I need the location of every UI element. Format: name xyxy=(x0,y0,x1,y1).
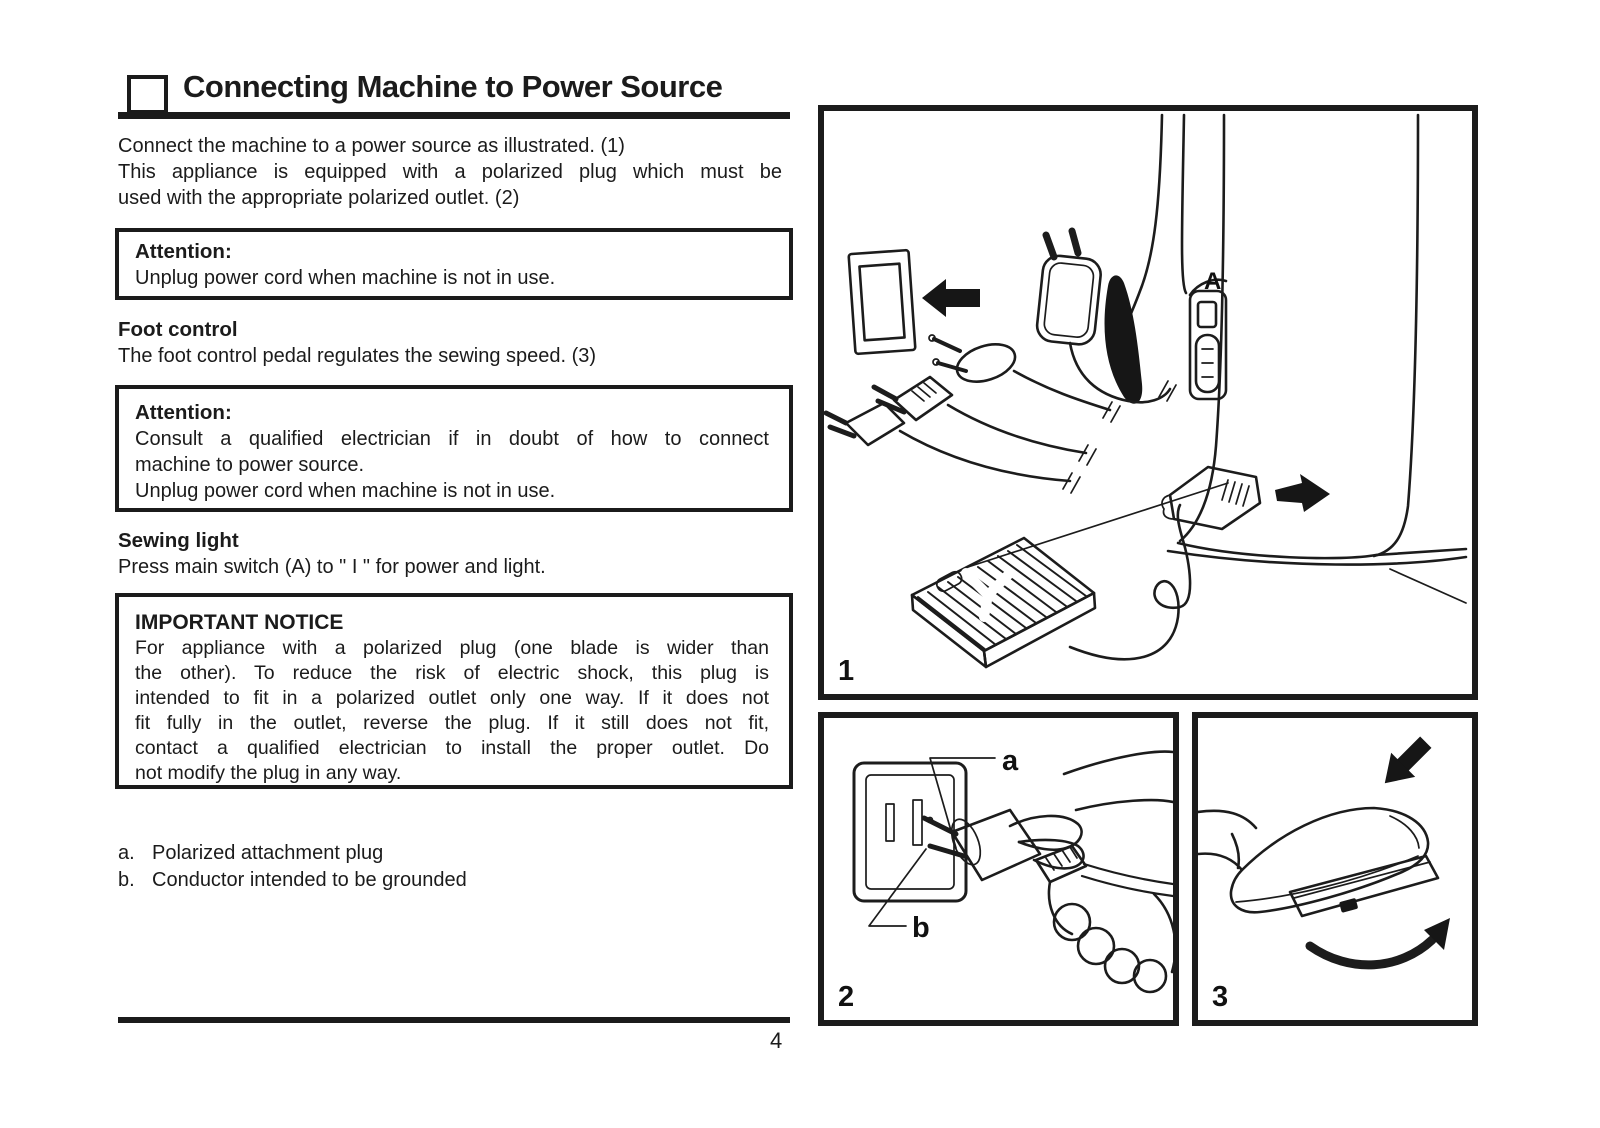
arrow-left-icon xyxy=(922,279,980,317)
figure-number: 3 xyxy=(1212,981,1229,1013)
foot-control-text: The foot control pedal regulates the sew… xyxy=(118,345,597,367)
legend-label: b. xyxy=(118,869,135,891)
attention-box-1: Attention: Unplug power cord when machin… xyxy=(115,228,793,300)
foot-control-heading: Foot control xyxy=(118,318,238,341)
notice-line: intended to fit in a polarized outlet on… xyxy=(135,687,769,709)
foot-pedal xyxy=(1288,854,1440,918)
figure-2-illustration: a b xyxy=(852,745,1173,994)
intro-paragraph: Connect the machine to a power source as… xyxy=(118,133,782,211)
attention-text: Unplug power cord when machine is not in… xyxy=(135,267,556,289)
foot-pedal xyxy=(910,503,1192,669)
sewing-light-text: Press main switch (A) to " I " for power… xyxy=(118,556,546,578)
switch-label: A xyxy=(1204,268,1221,295)
rocking-arrow xyxy=(1305,935,1437,970)
title-divider xyxy=(118,112,790,119)
notice-line: contact a qualified electrician to insta… xyxy=(135,737,769,759)
machine-vent xyxy=(1104,275,1143,404)
attention-text: Consult a qualified electrician if in do… xyxy=(135,428,769,450)
legend-item-a: a. Polarized attachment plug xyxy=(118,840,467,867)
label-b-leader xyxy=(868,848,927,927)
figure-3-frame: 3 xyxy=(1192,712,1478,1026)
intro-line: This appliance is equipped with a polari… xyxy=(118,161,782,183)
notice-line: For appliance with a polarized plug (one… xyxy=(135,637,769,659)
foot-on-pedal xyxy=(1198,806,1430,914)
legend-text: Conductor intended to be grounded xyxy=(152,869,467,891)
wall-outlet xyxy=(847,248,917,356)
section-checkbox-icon xyxy=(127,75,168,114)
legend-item-b: b. Conductor intended to be grounded xyxy=(118,867,467,894)
notice-line: fit fully in the outlet, reverse the plu… xyxy=(135,712,769,734)
page-title: Connecting Machine to Power Source xyxy=(183,69,723,104)
figure-2-frame: a b 2 xyxy=(818,712,1179,1026)
figure-1-frame: A xyxy=(818,105,1478,700)
power-switch-panel xyxy=(1188,289,1228,401)
uk-plug xyxy=(1035,227,1172,404)
rocking-arrow-head xyxy=(1424,918,1450,950)
power-socket xyxy=(1194,333,1221,394)
legend-text: Polarized attachment plug xyxy=(152,842,384,864)
two-pin-plug xyxy=(824,401,1072,483)
hand xyxy=(1008,750,1173,994)
eu-plug xyxy=(928,334,1112,412)
main-switch xyxy=(1196,300,1218,329)
figure-3-illustration xyxy=(1198,736,1450,970)
legend: a. Polarized attachment plug b. Conducto… xyxy=(118,840,467,894)
attention-box-2: Attention: Consult a qualified electrici… xyxy=(115,385,793,512)
figure-number: 2 xyxy=(838,981,855,1013)
sewing-machine-side xyxy=(1115,113,1468,604)
notice-line: not modify the plug in any way. xyxy=(135,762,402,784)
label-a: a xyxy=(1002,745,1019,777)
machine-plug-connector xyxy=(1161,465,1262,531)
notice-heading: IMPORTANT NOTICE xyxy=(135,611,344,634)
legend-label: a. xyxy=(118,842,135,864)
footer-divider xyxy=(118,1017,790,1023)
wall-outlet xyxy=(852,761,968,903)
cord-break-marks xyxy=(1062,380,1177,494)
label-a-leader xyxy=(929,757,996,849)
notice-line: the other). To reduce the risk of electr… xyxy=(135,662,769,684)
attention-text: machine to power source. xyxy=(135,454,365,476)
intro-line: used with the appropriate polarized outl… xyxy=(118,187,520,209)
arrow-right-icon xyxy=(1275,474,1330,512)
attention-heading: Attention: xyxy=(135,240,232,263)
arrow-down-icon xyxy=(1384,736,1432,784)
label-b: b xyxy=(912,912,930,944)
sewing-light-heading: Sewing light xyxy=(118,529,239,552)
page-number: 4 xyxy=(770,1028,783,1053)
intro-line: Connect the machine to a power source as… xyxy=(118,135,625,157)
attention-text: Unplug power cord when machine is not in… xyxy=(135,480,556,502)
figure-number: 1 xyxy=(838,655,855,687)
us-plug xyxy=(871,375,1088,455)
important-notice-box: IMPORTANT NOTICE For appliance with a po… xyxy=(115,593,793,789)
attention-heading: Attention: xyxy=(135,401,232,424)
figure-1-illustration: A xyxy=(824,113,1468,669)
